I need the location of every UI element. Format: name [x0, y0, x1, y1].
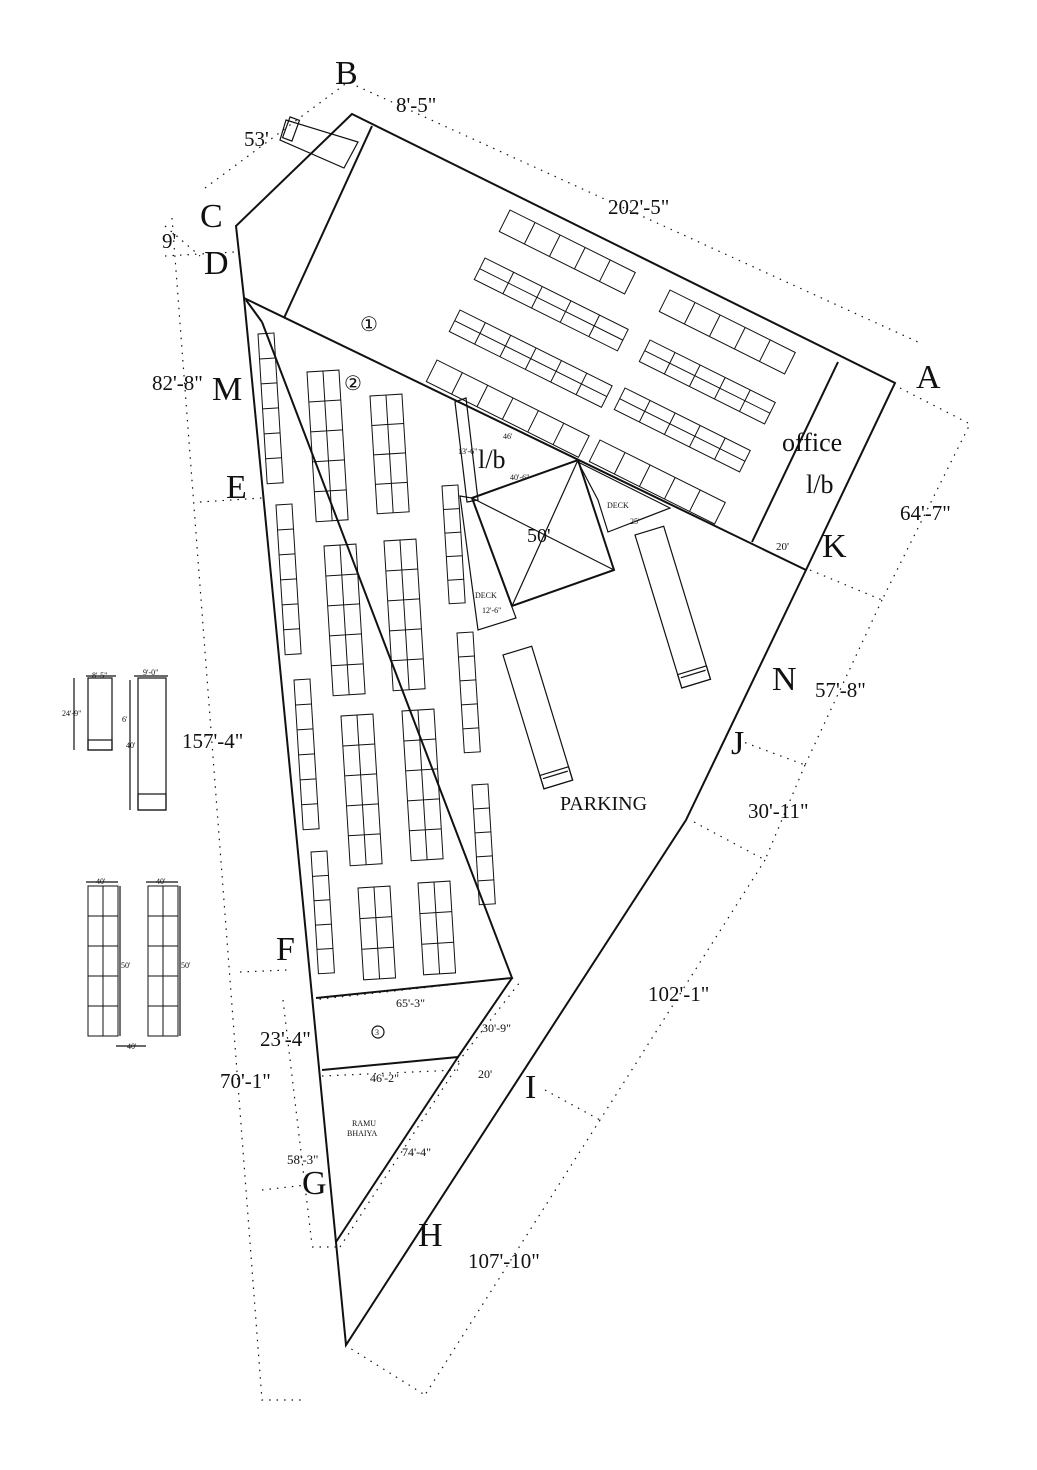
seating-block [87, 885, 119, 1037]
seating-block [369, 393, 410, 515]
dimension-lines [164, 81, 971, 1401]
dim-stage-size: 50' [527, 525, 551, 547]
vertex-label-k: K [822, 528, 847, 565]
legend-bus-gap: 6' [122, 715, 128, 724]
legend-block-height-a: 50' [121, 961, 131, 970]
dim-stage-inner: 40'-6" [510, 473, 529, 482]
legend-bus [137, 677, 167, 811]
vertex-label-m: M [212, 371, 242, 408]
seating-block [310, 850, 335, 975]
stage-lb-label: l/b [478, 445, 505, 474]
seating-block [417, 880, 457, 976]
dim-jn: 30'-11" [748, 799, 809, 823]
seating-block [357, 885, 397, 981]
seating-block [456, 631, 481, 754]
seating-block [473, 257, 629, 352]
seating-blocks [87, 209, 796, 1037]
parked-buses [502, 525, 712, 790]
vertex-label-f: F [276, 931, 295, 968]
dim-hi: 107'-10" [468, 1249, 540, 1273]
vertex-label-e: E [226, 469, 247, 506]
legend-bus-width: 9'-0" [143, 668, 158, 677]
site-boundary [234, 112, 897, 1348]
seating-block [147, 885, 179, 1037]
dimension-labels: 8'-5" 202'-5" 53' 9' 82'-8" 64'-7" 57'-8… [152, 93, 951, 1273]
office-lb-label: l/b [806, 470, 833, 499]
stage-area [279, 116, 672, 631]
seating-block [293, 678, 320, 831]
legend-bus-length: 40' [126, 741, 136, 750]
legend-car-width: 8'-5" [92, 671, 107, 680]
zone-3-circle [371, 1025, 385, 1039]
vertex-label-n: N [772, 661, 797, 698]
gate-marker [279, 119, 359, 169]
dim-office-width: 20' [776, 541, 789, 553]
dim-stage-top: 46' [503, 432, 513, 441]
seating-block [306, 369, 349, 523]
legend-car [87, 677, 113, 751]
seating-block [448, 309, 613, 409]
dim-b-top: 8'-5" [396, 93, 436, 117]
dim-south-side: 30'-9" [482, 1021, 511, 1035]
legend-details: 8'-5" 24'-9" 9'-0" 40' 6' 40' 40' 50' 50… [62, 668, 191, 1051]
legend-block-bottom: 40' [127, 1042, 137, 1051]
vertex-label-c: C [200, 198, 223, 235]
seating-block [613, 387, 751, 473]
dim-dm: 82'-8" [152, 371, 203, 395]
legend-block-width-a: 40' [96, 877, 106, 886]
vertex-label-j: J [731, 725, 744, 762]
deck-right-label: DECK [607, 501, 629, 510]
dim-stage-side: 13'-6" [458, 447, 477, 456]
dim-south-small: 20' [478, 1067, 492, 1081]
zone-2-marker: ② [344, 373, 362, 395]
seating-block [340, 713, 383, 867]
zone-1-marker: ① [360, 314, 378, 336]
seating-block [441, 484, 466, 605]
dim-fg-a: 23'-4" [260, 1027, 311, 1051]
dim-ak: 64'-7" [900, 501, 951, 525]
seating-block [323, 543, 366, 697]
owner-label-line1: RAMU [352, 1119, 376, 1128]
deck-left-label: DECK [475, 591, 497, 600]
seating-block [588, 439, 726, 525]
owner-label-line2: BHAIYA [347, 1129, 377, 1138]
vertex-label-d: D [204, 245, 229, 282]
zone-3-marker: 3 [375, 1028, 379, 1037]
area-labels: office l/b l/b DECK DECK PARKING RAMU BH… [344, 314, 842, 1138]
dim-cd: 9' [162, 229, 176, 253]
dim-ij: 102'-1" [648, 982, 709, 1006]
dim-deck-left: 12'-6" [482, 606, 501, 615]
seating-block [257, 332, 284, 485]
vertex-label-a: A [916, 359, 941, 396]
seating-block [383, 538, 426, 692]
legend-car-length: 24'-9" [62, 709, 81, 718]
dim-top-edge: 202'-5" [608, 195, 669, 219]
vertex-label-h: H [418, 1217, 443, 1254]
seating-block [658, 289, 796, 375]
dim-kn: 57'-8" [815, 678, 866, 702]
seating-block [638, 339, 776, 425]
dim-fg-b: 70'-1" [220, 1069, 271, 1093]
dim-west: 157'-4" [182, 729, 243, 753]
vertex-label-i: I [525, 1069, 536, 1106]
seating-block [498, 209, 636, 295]
vertex-label-g: G [302, 1165, 327, 1202]
parking-label: PARKING [560, 793, 647, 815]
seating-block [425, 359, 590, 459]
office-label: office [782, 428, 842, 457]
dim-diag: 74'-4" [402, 1145, 431, 1159]
dim-bc: 53' [244, 127, 269, 151]
legend-block-width-b: 40' [156, 877, 166, 886]
dim-south-top: 65'-3" [396, 996, 425, 1010]
dim-south-mid: 46'-2" [370, 1071, 399, 1085]
dim-gh: 58'-3" [287, 1152, 318, 1167]
vertex-labels: B C D M E F G H I J N K A [200, 55, 941, 1254]
seating-block [471, 783, 496, 906]
legend-block-height-b: 50' [181, 961, 191, 970]
seating-block [401, 708, 444, 862]
vertex-label-b: B [335, 55, 358, 92]
seating-block [275, 503, 302, 656]
dim-deck-right: 25' [630, 517, 640, 526]
